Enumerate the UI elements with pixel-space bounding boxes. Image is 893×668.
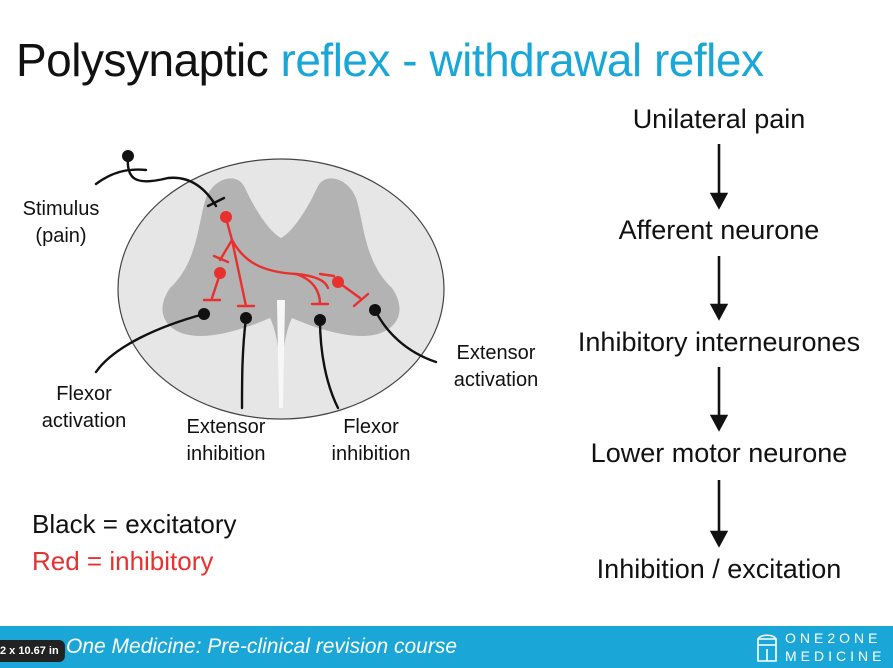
label-flexor-inhibition: Flexor inhibition [318, 414, 424, 468]
slide-size-badge: 2 x 10.67 in [0, 640, 65, 662]
afferent-terminal-bar [206, 196, 226, 208]
label-flexor-activation-line1: Flexor [56, 383, 112, 405]
flow-step-4: Lower motor neurone [590, 438, 848, 468]
flow-step-3: Inhibitory interneurones [577, 327, 861, 357]
brand-lantern-icon [757, 634, 777, 662]
label-extensor-inhibition-line1: Extensor [186, 416, 266, 438]
inhibitory-somata [214, 211, 344, 288]
extensor-motor-neurone [369, 304, 381, 316]
label-extensor-inhibition: Extensor inhibition [172, 414, 280, 468]
brand-line2: MEDICINE [785, 648, 886, 664]
flexor-motor-neurone [198, 308, 210, 320]
flexor-motor-axon [94, 312, 206, 374]
interneurone-to-extensor [230, 238, 248, 308]
interneurone-soma-2 [214, 267, 226, 279]
excitatory-pathways [94, 154, 438, 410]
extensor-motor-axon [373, 308, 438, 364]
afferent-neurone [126, 154, 218, 208]
interneurone-soma-3 [332, 276, 344, 288]
grey-matter [162, 178, 400, 372]
flow-step-1: Unilateral pain [632, 104, 806, 134]
flow-step-2: Afferent neurone [618, 215, 820, 245]
inh-bar-5 [212, 254, 230, 264]
slide-title: Polysynaptic reflex - withdrawal reflex [16, 30, 764, 90]
label-extensor-activation-line1: Extensor [456, 342, 536, 364]
label-stimulus: Stimulus (pain) [14, 196, 108, 250]
extensor-motor-neurone-left [240, 312, 252, 324]
excitatory-somata [122, 150, 381, 326]
brand-logo: ONE2ONE MEDICINE [755, 630, 885, 666]
legend-inhibitory: Red = inhibitory [32, 546, 214, 576]
label-extensor-inhibition-line2: inhibition [186, 443, 266, 465]
interneurone-crossing [294, 272, 322, 306]
extensor-motor-axon-left [240, 316, 248, 410]
interneurone-soma-1 [220, 211, 232, 223]
legend-excitatory: Black = excitatory [32, 509, 237, 539]
label-flexor-inhibition-line2: inhibition [331, 443, 411, 465]
ventral-fissure [277, 300, 285, 408]
title-part-dark: Polysynaptic [16, 34, 269, 86]
footer-bar: One Medicine: Pre-clinical revision cour… [0, 626, 893, 668]
inh-bar-4 [352, 292, 370, 308]
inh-bar-6 [318, 272, 336, 278]
flexor-motor-axon-right [318, 318, 340, 410]
stimulus-branch [94, 168, 148, 186]
label-extensor-activation-line2: activation [453, 369, 539, 391]
interneurone-left-branch [218, 238, 234, 262]
flow-step-5: Inhibition / excitation [596, 554, 842, 584]
title-part-blue: reflex - withdrawal reflex [280, 34, 764, 86]
inhibitory-pathways [202, 216, 370, 308]
label-flexor-activation-line2: activation [41, 410, 127, 432]
label-stimulus-line1: Stimulus [22, 198, 100, 220]
label-flexor-activation: Flexor activation [30, 381, 138, 435]
label-flexor-inhibition-line1: Flexor [343, 416, 399, 438]
label-extensor-activation: Extensor activation [442, 340, 550, 394]
label-stimulus-line2: (pain) [35, 225, 87, 247]
afferent-ending [122, 150, 134, 162]
brand-line1: ONE2ONE [785, 630, 882, 646]
course-title: One Medicine: Pre-clinical revision cour… [66, 635, 457, 658]
flexor-motor-neurone-right [314, 314, 326, 326]
